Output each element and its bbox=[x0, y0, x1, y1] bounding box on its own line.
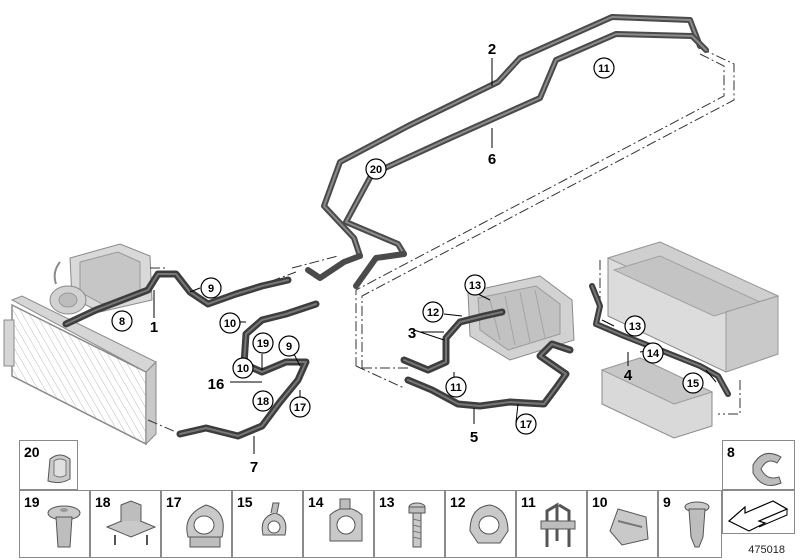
circled-callouts bbox=[111, 57, 704, 435]
callout-6: 6 bbox=[488, 151, 496, 168]
legend-cell-18[interactable]: 18 bbox=[90, 490, 161, 558]
hose-4 bbox=[589, 283, 731, 397]
coolant-pipes bbox=[305, 14, 709, 289]
legend-cell-11[interactable]: 11 bbox=[516, 490, 587, 558]
callout-3: 3 bbox=[408, 325, 416, 342]
legend-number: 12 bbox=[450, 494, 466, 510]
reference-number: 475018 bbox=[748, 544, 785, 556]
callout-4: 4 bbox=[624, 367, 633, 384]
legend-cell-14[interactable]: 14 bbox=[303, 490, 374, 558]
converter-unit bbox=[600, 357, 714, 439]
callout-11-top: 11 bbox=[598, 63, 610, 75]
hose-5 bbox=[404, 340, 574, 410]
legend-number: 18 bbox=[95, 494, 111, 510]
hose-clip-large-icon bbox=[47, 454, 71, 484]
legend-cell-8[interactable]: 8 bbox=[722, 440, 795, 490]
callout-10-upper: 10 bbox=[224, 318, 236, 330]
callout-9-right: 9 bbox=[286, 341, 292, 353]
legend-cell-10[interactable]: 10 bbox=[587, 490, 658, 558]
electric-motor bbox=[467, 275, 575, 361]
battery-unit bbox=[606, 241, 780, 373]
callout-7: 7 bbox=[250, 459, 258, 476]
legend-cell-9[interactable]: 9 bbox=[658, 490, 722, 558]
double-holder-icon bbox=[186, 504, 224, 548]
legend-cell-17[interactable]: 17 bbox=[161, 490, 232, 558]
callout-13-left: 13 bbox=[469, 280, 481, 292]
hose-7 bbox=[176, 300, 320, 440]
callout-14: 14 bbox=[647, 348, 660, 360]
cable-clip-icon bbox=[261, 502, 287, 536]
legend-number: 14 bbox=[308, 494, 324, 510]
legend-number: 9 bbox=[663, 494, 671, 510]
callout-12: 12 bbox=[427, 307, 439, 319]
legend-cell-20[interactable]: 20 bbox=[19, 440, 78, 490]
callout-17-right: 17 bbox=[520, 419, 532, 431]
hose-1 bbox=[62, 270, 292, 328]
callout-19: 19 bbox=[257, 338, 269, 350]
push-rivet-icon bbox=[684, 501, 710, 548]
expanding-rivet-icon bbox=[47, 505, 81, 548]
pump-assembly bbox=[49, 243, 153, 315]
callout-10-lower: 10 bbox=[237, 363, 249, 375]
callout-11-lower: 11 bbox=[450, 382, 462, 394]
bolt-icon bbox=[408, 502, 426, 548]
legend-number: 20 bbox=[24, 444, 40, 460]
callout-15: 15 bbox=[687, 378, 699, 390]
legend-cell-19[interactable]: 19 bbox=[19, 490, 90, 558]
legend-cell-12[interactable]: 12 bbox=[445, 490, 516, 558]
legend-number: 19 bbox=[24, 494, 40, 510]
callout-17-left: 17 bbox=[294, 402, 306, 414]
legend-cell-13[interactable]: 13 bbox=[374, 490, 445, 558]
legend-number: 8 bbox=[727, 444, 735, 460]
bracket-clip-icon bbox=[540, 502, 576, 547]
callout-18: 18 bbox=[257, 396, 269, 408]
parts-legend: 20 8 19 18 17 bbox=[19, 440, 795, 558]
callout-2: 2 bbox=[488, 41, 496, 58]
clamp-holder-icon bbox=[469, 504, 509, 544]
callout-1: 1 bbox=[150, 319, 158, 336]
callout-9-left: 9 bbox=[208, 283, 214, 295]
callout-5: 5 bbox=[470, 429, 478, 446]
hose-clamp-icon bbox=[752, 452, 782, 486]
legend-number: 13 bbox=[379, 494, 395, 510]
pipe-holder-icon bbox=[329, 498, 363, 542]
legend-number: 17 bbox=[166, 494, 182, 510]
arrow-indicator-icon bbox=[727, 500, 789, 532]
legend-cell-15[interactable]: 15 bbox=[232, 490, 303, 558]
retaining-clip-icon bbox=[609, 508, 649, 546]
legend-number: 11 bbox=[521, 494, 536, 510]
callout-13-right: 13 bbox=[629, 321, 641, 333]
callout-20: 20 bbox=[370, 164, 382, 176]
callout-16: 16 bbox=[208, 376, 225, 393]
legend-number: 10 bbox=[592, 494, 608, 510]
legend-cell-arrow[interactable] bbox=[722, 490, 795, 534]
hose-3 bbox=[400, 308, 506, 374]
radiator bbox=[3, 295, 157, 446]
callout-8: 8 bbox=[119, 316, 125, 328]
legend-number: 15 bbox=[237, 494, 253, 510]
spring-clip-icon bbox=[105, 500, 157, 545]
